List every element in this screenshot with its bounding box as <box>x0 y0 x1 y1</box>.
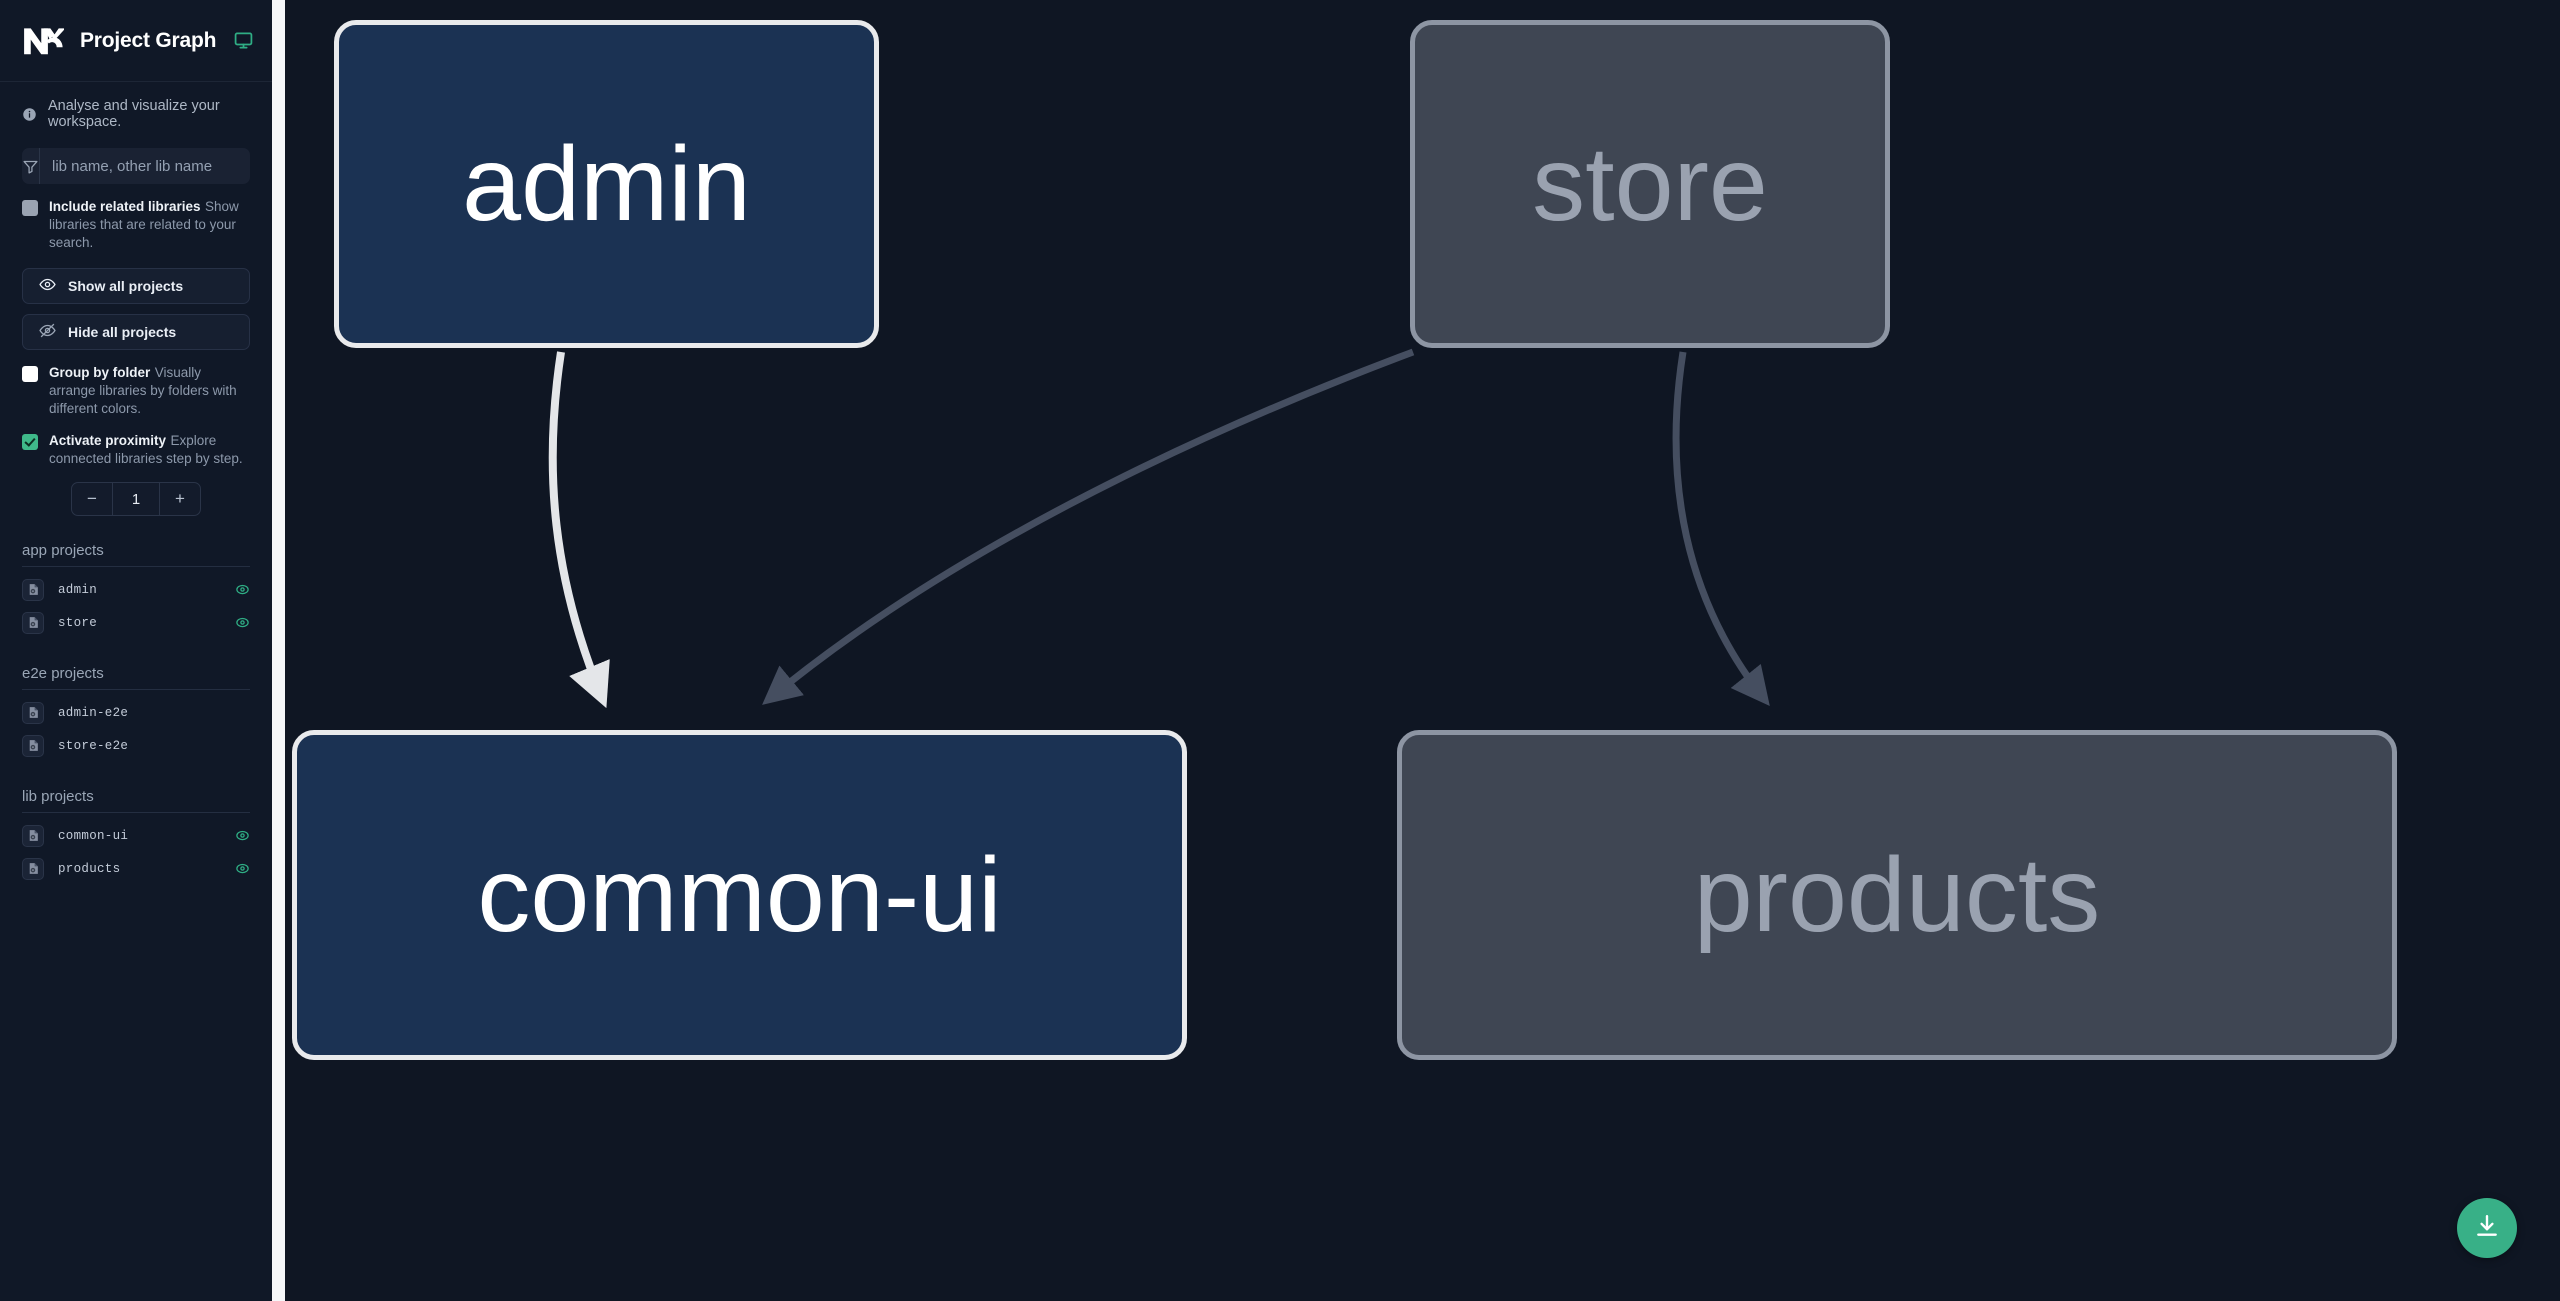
monitor-icon[interactable] <box>234 31 253 50</box>
project-file-icon <box>22 857 44 880</box>
project-group-lib: lib projects common-ui <box>0 788 272 885</box>
project-row-admin[interactable]: admin <box>22 573 250 606</box>
group-by-folder-label: Group by folder <box>49 365 151 380</box>
proximity-increment-button[interactable]: + <box>175 489 185 508</box>
page-title: Project Graph <box>80 28 217 52</box>
project-file-icon <box>22 734 44 757</box>
search-input[interactable] <box>40 148 250 184</box>
download-icon <box>2474 1213 2500 1244</box>
project-name: store-e2e <box>58 738 129 753</box>
info-icon <box>22 107 38 122</box>
proximity-value: 1 <box>112 483 160 515</box>
project-row-common-ui[interactable]: common-ui <box>22 819 250 852</box>
group-by-folder-description: Visually arrange libraries by folders wi… <box>49 365 237 416</box>
project-name: common-ui <box>58 828 129 843</box>
project-row-store-e2e[interactable]: store-e2e <box>22 729 250 762</box>
project-file-icon <box>22 824 44 847</box>
sidebar: Project Graph Analyse and visualize your… <box>0 0 272 1301</box>
project-group-e2e: e2e projects admin-e2e <box>0 665 272 762</box>
project-file-icon <box>22 611 44 634</box>
project-file-icon <box>22 578 44 601</box>
edge-admin-common-ui <box>548 351 610 709</box>
filter-icon <box>22 148 40 184</box>
graph-node-label: common-ui <box>477 836 1002 954</box>
graph-canvas[interactable]: admin store common-ui products <box>285 0 2560 1301</box>
proximity-stepper: − 1 + <box>0 468 272 516</box>
download-graph-button[interactable] <box>2457 1198 2517 1258</box>
sidebar-resize-handle[interactable] <box>272 0 285 1301</box>
graph-node-admin[interactable]: admin <box>334 20 879 348</box>
project-visibility-toggle[interactable] <box>234 615 250 630</box>
search-box[interactable] <box>22 148 250 184</box>
project-group-app: app projects admin <box>0 542 272 639</box>
proximity-decrement-button[interactable]: − <box>87 489 97 508</box>
project-visibility-toggle[interactable] <box>234 861 250 876</box>
activate-proximity-description: Explore connected libraries step by step… <box>49 433 243 466</box>
hide-all-projects-button[interactable]: Hide all projects <box>22 314 250 350</box>
project-file-icon <box>22 701 44 724</box>
bulk-actions: Show all projects Hide all projects <box>0 252 272 350</box>
graph-node-label: products <box>1693 836 2101 954</box>
show-all-projects-label: Show all projects <box>68 278 184 294</box>
nx-logo-icon <box>22 24 66 58</box>
activate-proximity-checkbox[interactable] <box>22 434 38 450</box>
tagline-text: Analyse and visualize your workspace. <box>48 98 220 130</box>
group-by-folder-checkbox[interactable] <box>22 366 38 382</box>
tagline: Analyse and visualize your workspace. <box>0 82 272 142</box>
option-activate-proximity[interactable]: Activate proximity Explore connected lib… <box>0 418 272 468</box>
include-related-libraries-checkbox[interactable] <box>22 200 38 216</box>
graph-node-products[interactable]: products <box>1397 730 2397 1060</box>
project-name: admin-e2e <box>58 705 129 720</box>
sidebar-header: Project Graph <box>0 0 272 82</box>
graph-node-store[interactable]: store <box>1410 20 1890 348</box>
project-group-title: app projects <box>22 542 250 567</box>
project-name: admin <box>58 582 98 597</box>
include-related-libraries-description: Show libraries that are related to your … <box>49 199 239 250</box>
show-all-projects-button[interactable]: Show all projects <box>22 268 250 304</box>
project-group-title: lib projects <box>22 788 250 813</box>
graph-node-common-ui[interactable]: common-ui <box>292 730 1187 1060</box>
project-row-store[interactable]: store <box>22 606 250 639</box>
project-visibility-toggle[interactable] <box>234 582 250 597</box>
eye-off-icon <box>39 322 56 342</box>
hide-all-projects-label: Hide all projects <box>68 324 177 340</box>
activate-proximity-label: Activate proximity <box>49 433 167 448</box>
include-related-libraries-label: Include related libraries <box>49 199 201 214</box>
option-include-related-libraries[interactable]: Include related libraries Show libraries… <box>0 184 272 252</box>
project-name: products <box>58 861 121 876</box>
option-group-by-folder[interactable]: Group by folder Visually arrange librari… <box>0 350 272 418</box>
project-visibility-toggle[interactable] <box>234 828 250 843</box>
project-row-admin-e2e[interactable]: admin-e2e <box>22 696 250 729</box>
project-group-title: e2e projects <box>22 665 250 690</box>
project-row-products[interactable]: products <box>22 852 250 885</box>
project-name: store <box>58 615 98 630</box>
graph-node-label: admin <box>462 125 751 243</box>
project-groups: app projects admin <box>0 542 272 911</box>
edge-store-common-ui <box>762 348 1415 705</box>
edge-store-products <box>1672 351 1770 707</box>
graph-node-label: store <box>1532 125 1768 243</box>
eye-icon <box>39 276 56 296</box>
graph-edges <box>548 348 1770 709</box>
search-section <box>0 142 272 184</box>
